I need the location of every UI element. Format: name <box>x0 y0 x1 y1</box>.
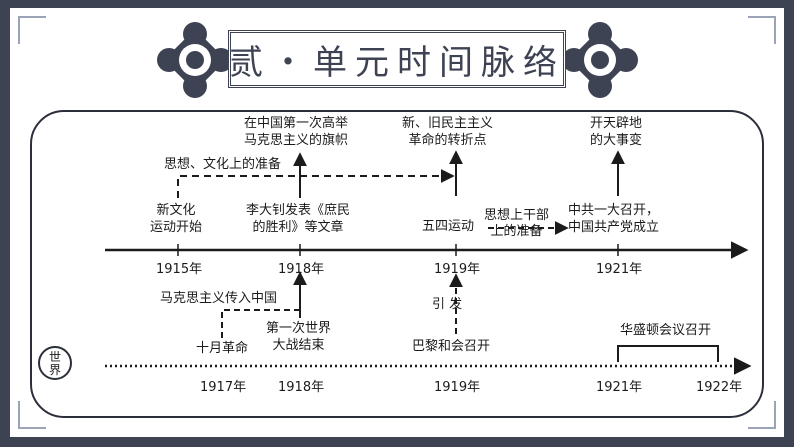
event-ww1-line2: 大战结束 <box>272 338 325 353</box>
label-marxism-to-china: 马克思主义传入中国 <box>160 291 278 306</box>
label-cadre-prep-line2: 上的准备 <box>490 224 543 239</box>
prep-dashed-line <box>177 169 455 198</box>
page-title: 贰・单元时间脉络 <box>229 42 565 83</box>
china-year-label: 1915年 <box>156 262 203 277</box>
china-year-label: 1918年 <box>278 262 325 277</box>
significance-flag-line1: 在中国第一次高举 <box>244 116 349 131</box>
world-badge-line2: 界 <box>48 363 61 377</box>
world-year-label: 1918年 <box>278 380 325 395</box>
significance-turning-line2: 革命的转折点 <box>408 133 487 148</box>
title-banner: 贰・单元时间脉络 <box>228 30 566 88</box>
event-cpc-line1: 中共一大召开， <box>568 203 660 218</box>
china-year-label: 1919年 <box>434 262 481 277</box>
event-washington-conference: 华盛顿会议召开 <box>620 323 712 338</box>
significance-epoch-line2: 的大事变 <box>590 133 643 148</box>
world-year-label: 1917年 <box>200 380 247 395</box>
event-october-revolution: 十月革命 <box>196 341 249 356</box>
washington-bracket <box>617 345 719 362</box>
event-li-dazhao-line1: 李大钊发表《庶民 <box>246 203 351 218</box>
world-year-label: 1921年 <box>596 380 643 395</box>
corner-decoration <box>18 16 46 44</box>
event-paris-conference: 巴黎和会召开 <box>412 339 491 354</box>
event-ww1-line1: 第一次世界 <box>266 321 332 336</box>
event-may4: 五四运动 <box>422 219 475 234</box>
significance-turning-point: 新、旧民主主义 革命的转折点 <box>402 115 493 149</box>
event-new-culture-line2: 运动开始 <box>150 220 203 235</box>
label-cadre-prep-line1: 思想上干部 <box>484 208 550 223</box>
world-badge: 世 界 <box>38 346 72 380</box>
event-new-culture-line1: 新文化 <box>156 203 196 218</box>
marxism-dashed-line <box>221 309 300 338</box>
significance-epoch-event: 开天辟地 的大事变 <box>590 115 642 149</box>
china-year-label: 1921年 <box>596 262 643 277</box>
timeline-panel <box>30 110 764 418</box>
world-year-label: 1919年 <box>434 380 481 395</box>
event-li-dazhao-line2: 的胜利》等文章 <box>252 220 344 235</box>
event-li-dazhao: 李大钊发表《庶民 的胜利》等文章 <box>246 202 350 236</box>
significance-turning-line1: 新、旧民主主义 <box>402 116 494 131</box>
corner-decoration <box>748 16 776 44</box>
label-cadre-prep: 思想上干部 上的准备 <box>484 208 549 240</box>
label-thought-prep: 思想、文化上的准备 <box>164 157 282 172</box>
corner-decoration <box>748 401 776 429</box>
significance-marxism-flag: 在中国第一次高举 马克思主义的旗帜 <box>244 115 348 149</box>
significance-epoch-line1: 开天辟地 <box>590 116 643 131</box>
ornament-right-icon <box>562 22 638 98</box>
world-badge-line1: 世 <box>48 350 61 364</box>
event-new-culture: 新文化 运动开始 <box>150 202 202 236</box>
event-ww1-end: 第一次世界 大战结束 <box>266 320 331 354</box>
label-trigger: 引 发 <box>432 297 463 312</box>
corner-decoration <box>18 401 46 429</box>
event-cpc-founded: 中共一大召开， 中国共产党成立 <box>568 202 659 236</box>
significance-flag-line2: 马克思主义的旗帜 <box>244 133 349 148</box>
world-year-label: 1922年 <box>696 380 743 395</box>
event-cpc-line2: 中国共产党成立 <box>568 220 660 235</box>
ornament-left-icon <box>157 22 233 98</box>
